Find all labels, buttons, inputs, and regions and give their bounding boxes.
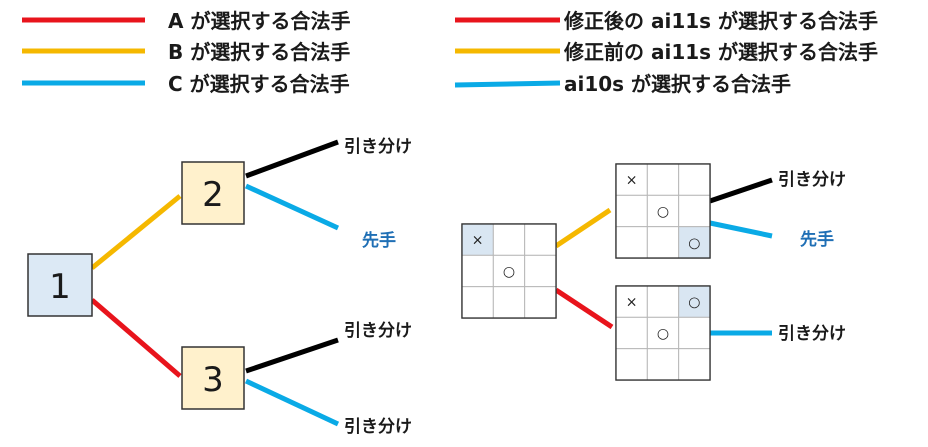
board-upper: × ○ ○ bbox=[615, 163, 711, 259]
lower-board-mark-circle-4: ○ bbox=[657, 326, 669, 342]
outcome-2-bottom: 先手 bbox=[362, 230, 396, 251]
board-root: ×○ bbox=[461, 223, 557, 319]
board-edges bbox=[554, 177, 773, 336]
tree-edges bbox=[90, 139, 340, 427]
node-3-label: 3 bbox=[202, 360, 224, 400]
outcome-2-top: 引き分け bbox=[344, 137, 412, 157]
tree-node-2: 2 bbox=[181, 161, 245, 225]
root-board-cell-1 bbox=[492, 223, 526, 256]
legend-label-modified-ai11s: 修正後の ai11s が選択する合法手 bbox=[563, 9, 878, 33]
tree-node-3: 3 bbox=[181, 346, 245, 410]
legend-label-b: B が選択する合法手 bbox=[168, 40, 350, 64]
lower-board-mark-cross-0: × bbox=[626, 295, 638, 311]
tree-node-1: 1 bbox=[27, 253, 93, 317]
board-lower: × ○ ○ bbox=[615, 285, 711, 381]
root-board-cell-4 bbox=[492, 254, 526, 288]
legend-right: 修正後の ai11s が選択する合法手 修正前の ai11s が選択する合法手 … bbox=[454, 9, 878, 96]
lower-board-cell-5 bbox=[678, 316, 711, 350]
root-board-cell-6 bbox=[461, 286, 494, 319]
root-board-border bbox=[461, 223, 557, 319]
edge-3-top bbox=[245, 337, 339, 374]
lower-board-mark-circle-2: ○ bbox=[688, 295, 700, 311]
upper-board-mark-cross-0: × bbox=[626, 173, 638, 189]
upper-board-cell-6 bbox=[615, 226, 648, 259]
outcome-3-top: 引き分け bbox=[344, 321, 412, 341]
edge-2-top bbox=[245, 139, 339, 179]
legend-label-c: C が選択する合法手 bbox=[168, 72, 350, 96]
root-board-mark-cross-0: × bbox=[472, 233, 484, 249]
root-board-cell-2 bbox=[524, 223, 557, 256]
upper-board-cell-2 bbox=[678, 163, 711, 196]
node-2-box bbox=[181, 161, 245, 225]
upper-board-cell-0 bbox=[615, 163, 648, 196]
root-board-cell-7 bbox=[492, 286, 526, 319]
root-board-cell-3 bbox=[461, 254, 494, 288]
board-outcome-upper-top: 引き分け bbox=[778, 170, 846, 190]
edge-1-3 bbox=[90, 298, 182, 378]
lower-board-cell-3 bbox=[615, 316, 648, 350]
legend-label-ai10s: ai10s が選択する合法手 bbox=[564, 72, 791, 96]
node-1-box bbox=[27, 253, 93, 317]
node-3-box bbox=[181, 346, 245, 410]
edge-board-upper-top bbox=[709, 177, 773, 204]
edge-board-root-lower bbox=[554, 287, 614, 330]
node-1-label: 1 bbox=[49, 267, 71, 307]
legend-label-original-ai11s: 修正前の ai11s が選択する合法手 bbox=[563, 40, 878, 64]
edge-2-bottom bbox=[244, 183, 340, 231]
edge-3-bottom bbox=[244, 378, 340, 427]
lower-board-cell-6 bbox=[615, 348, 648, 381]
upper-board-cell-3 bbox=[615, 194, 648, 228]
lower-board-cell-8 bbox=[678, 348, 711, 381]
edge-board-root-upper bbox=[554, 207, 612, 249]
board-outcome-upper-bottom: 先手 bbox=[800, 229, 834, 250]
root-board-mark-circle-4: ○ bbox=[503, 264, 515, 280]
upper-board-cell-7 bbox=[646, 226, 680, 259]
upper-board-mark-circle-8: ○ bbox=[688, 235, 700, 251]
upper-board-cell-5 bbox=[678, 194, 711, 228]
upper-board-border bbox=[615, 163, 711, 259]
legend-label-a: A が選択する合法手 bbox=[168, 9, 350, 33]
node-2-label: 2 bbox=[202, 175, 224, 215]
upper-board-mark-circle-4: ○ bbox=[657, 204, 669, 220]
outcome-3-bottom: 引き分け bbox=[344, 417, 412, 437]
root-board-cell-5 bbox=[524, 254, 557, 288]
edge-board-upper-bottom bbox=[709, 220, 773, 239]
lower-board-border bbox=[615, 285, 711, 381]
root-board-cell-8 bbox=[524, 286, 557, 319]
board-outcome-lower: 引き分け bbox=[778, 324, 846, 344]
edge-1-2 bbox=[90, 194, 182, 270]
legend-left: A が選択する合法手 B が選択する合法手 C が選択する合法手 bbox=[22, 9, 350, 96]
legend-line-ai10s bbox=[454, 80, 561, 88]
lower-board-cell-1 bbox=[646, 285, 680, 318]
upper-board-cell-1 bbox=[646, 163, 680, 196]
upper-board-cell-8 bbox=[678, 226, 711, 259]
lower-board-cell-7 bbox=[646, 348, 680, 381]
